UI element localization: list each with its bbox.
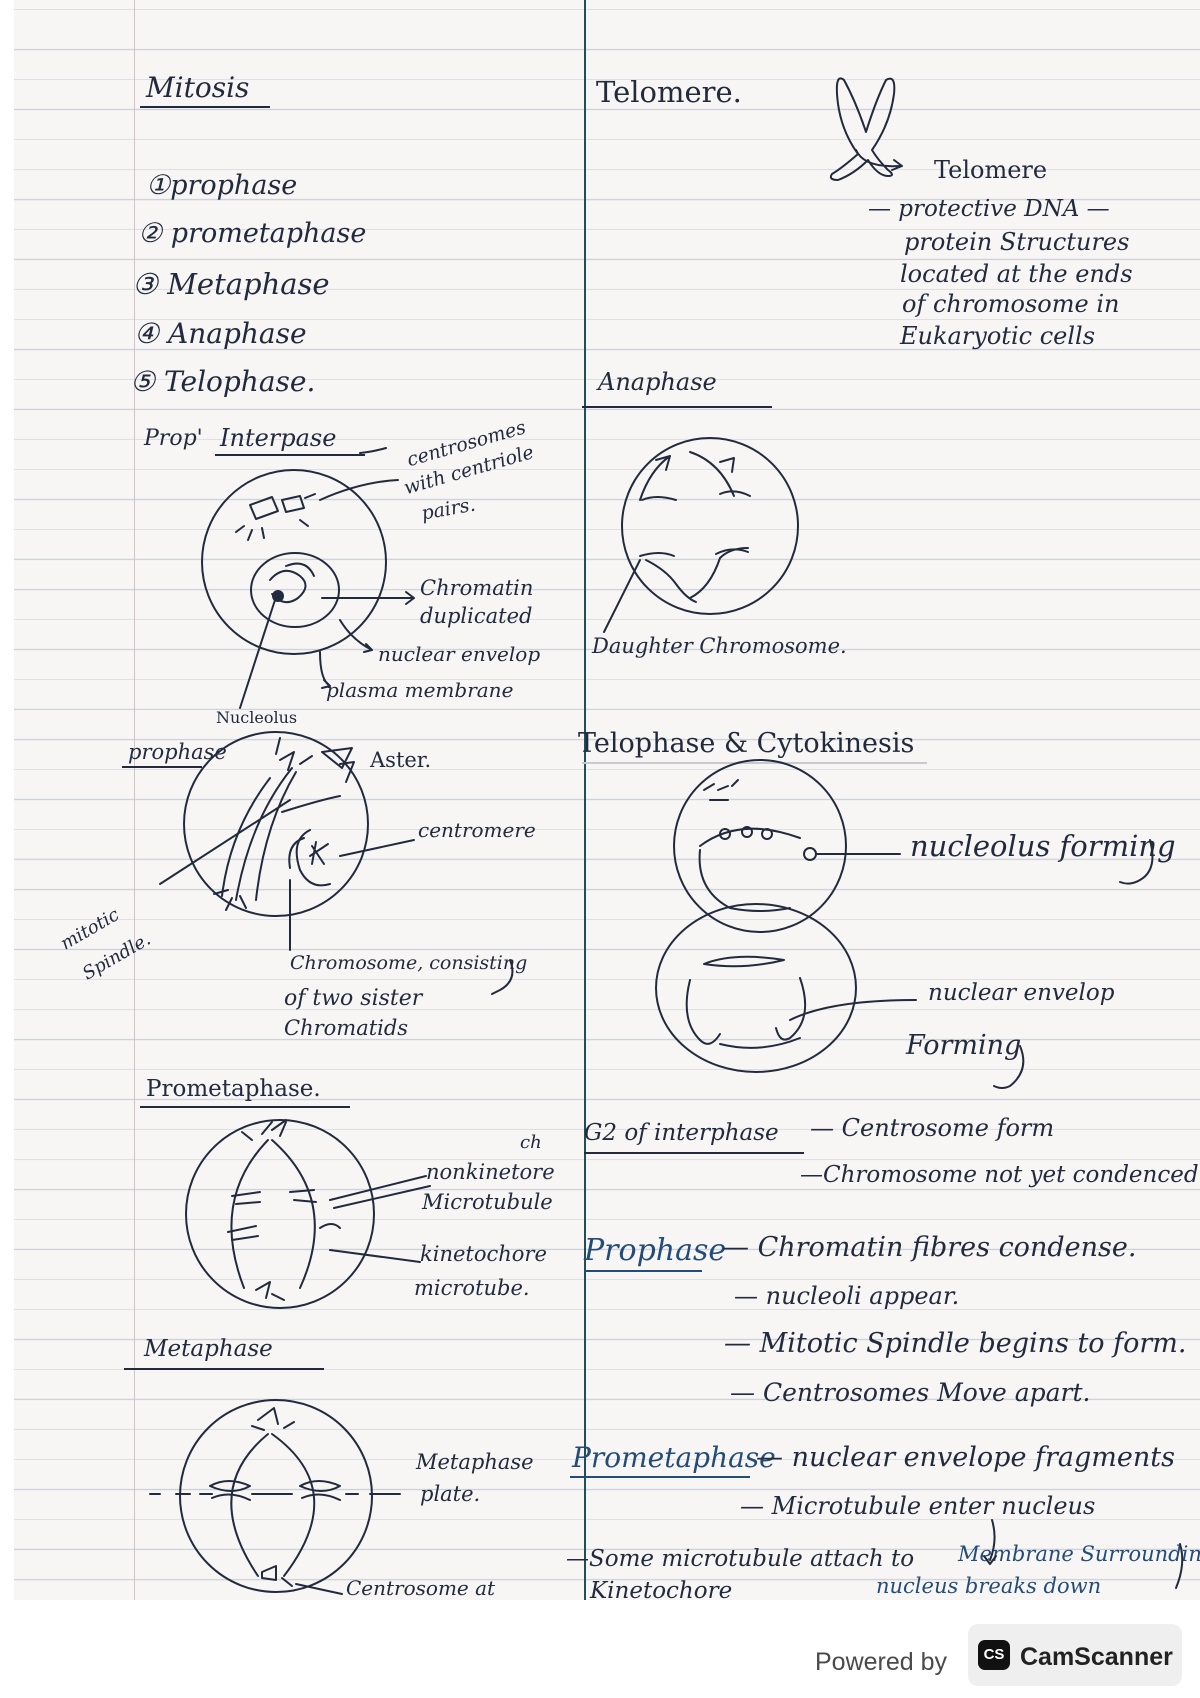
label-chromosome-2: of two sister	[284, 986, 423, 1011]
prophase-cell-sketch	[159, 731, 514, 995]
prometaphase-summary-item-2: — Microtubule enter nucleus	[740, 1492, 1096, 1520]
anaphase-cell-sketch	[603, 437, 799, 633]
label-nucleolus-forming: nucleolus forming	[910, 829, 1176, 863]
label-kinetochore-1: kinetochore	[420, 1242, 547, 1266]
interphase-cell-sketch	[201, 469, 415, 709]
anaphase-heading: Anaphase	[598, 368, 717, 396]
g2-underline	[584, 1152, 804, 1154]
g2-heading: G2 of interphase	[584, 1120, 779, 1146]
center-divider-line	[584, 0, 586, 1600]
label-centromere: centromere	[418, 818, 536, 842]
metaphase-cell-sketch	[149, 1399, 401, 1595]
telomere-chromosome-sketch	[829, 77, 903, 181]
camscanner-logo-icon: CS	[978, 1640, 1010, 1670]
prometaphase-side-2: nucleus breaks down	[876, 1574, 1102, 1598]
label-chromatin-1: Chromatin	[420, 576, 534, 600]
label-aster: Aster.	[370, 748, 432, 772]
label-nuclear-envelope-forming-2: Forming	[906, 1030, 1022, 1061]
telophase-cell-sketch	[655, 759, 1154, 1089]
prophase-underline	[122, 766, 202, 768]
telomere-desc-1: — protective DNA —	[868, 196, 1110, 222]
phase-item-2: ② prometaphase	[138, 218, 367, 249]
telomere-desc-2: protein Structures	[904, 228, 1130, 256]
label-daughter-chromosome: Daughter Chromosome.	[592, 634, 847, 658]
prometaphase-heading: Prometaphase.	[146, 1076, 321, 1102]
g2-item-1: — Centrosome form	[810, 1114, 1055, 1142]
telomere-desc-3: located at the ends	[900, 260, 1133, 288]
label-chromosome-1: Chromosome, consisting	[290, 952, 528, 974]
label-nonkinetochore-2: Microtubule	[422, 1190, 553, 1214]
telomere-heading: Telomere.	[596, 75, 742, 109]
anaphase-underline	[582, 406, 772, 408]
prometaphase-summary-underline	[570, 1476, 750, 1478]
phase-item-4: ④ Anaphase	[134, 317, 307, 350]
telophase-heading: Telophase & Cytokinesis	[578, 728, 915, 759]
label-plasma-membrane: plasma membrane	[326, 678, 514, 702]
prometaphase-bracket	[1175, 1543, 1184, 1589]
prophase-summary-item-2: — nucleoli appear.	[734, 1282, 960, 1310]
prometaphase-summary-heading: Prometaphase	[572, 1441, 776, 1474]
interphase-underline	[215, 454, 365, 456]
prometaphase-cell-sketch	[185, 1119, 431, 1309]
label-metaphase-plate-1: Metaphase	[416, 1450, 534, 1474]
mitosis-title: Mitosis	[146, 71, 250, 104]
camscanner-brand-name: CamScanner	[1020, 1643, 1173, 1671]
interphase-underline-curl	[359, 447, 387, 454]
telomere-label: Telomere	[934, 156, 1048, 184]
margin-line	[134, 0, 135, 1600]
label-nucleolus: Nucleolus	[216, 708, 298, 727]
label-kinetochore-2: microtube.	[414, 1276, 530, 1300]
prophase-summary-heading: Prophase	[584, 1233, 727, 1268]
label-nuclear-envelope-forming-1: nuclear envelop	[928, 980, 1115, 1006]
telomere-desc-4: of chromosome in	[902, 290, 1120, 318]
telomere-desc-5: Eukaryotic cells	[900, 322, 1096, 350]
label-chromosome-3: Chromatids	[284, 1016, 409, 1040]
prophase-summary-item-4: — Centrosomes Move apart.	[730, 1378, 1091, 1407]
label-metaphase-plate-2: plate.	[420, 1482, 481, 1506]
prometaphase-underline	[140, 1106, 350, 1108]
prophase-summary-item-3: — Mitotic Spindle begins to form.	[724, 1328, 1187, 1359]
telophase-underline	[582, 762, 927, 764]
label-centrosome-at: Centrosome at	[346, 1576, 496, 1600]
g2-item-2: —Chromosome not yet condenced	[800, 1162, 1199, 1188]
interphase-heading: Interpase	[220, 424, 337, 452]
interphase-heading-prefix: Prop'	[144, 426, 203, 451]
metaphase-underline	[124, 1368, 324, 1370]
prometaphase-arrow	[983, 1519, 997, 1565]
label-ch: ch	[520, 1132, 542, 1153]
prometaphase-note-2: Kinetochore	[590, 1578, 733, 1604]
prophase-heading: prophase	[128, 740, 227, 764]
title-underline	[140, 106, 270, 108]
label-nuclear-envelope: nuclear envelop	[378, 642, 541, 666]
metaphase-heading: Metaphase	[144, 1336, 273, 1362]
notebook-page	[14, 0, 1200, 1600]
powered-by-text: Powered by	[815, 1648, 948, 1676]
sketch-drawings	[149, 77, 1184, 1595]
prometaphase-side-1: Membrane Surrounding	[958, 1542, 1200, 1566]
label-nonkinetochore-1: nonkinetore	[426, 1160, 555, 1184]
prometaphase-note-1: —Some microtubule attach to	[566, 1546, 915, 1572]
prophase-summary-item-1: — Chromatin fibres condense.	[722, 1232, 1137, 1263]
prometaphase-summary-item-1: — nuclear envelope fragments	[756, 1442, 1175, 1473]
phase-item-5: ⑤ Telophase.	[130, 365, 316, 398]
label-chromatin-2: duplicated	[420, 604, 533, 628]
phase-item-3: ③ Metaphase	[132, 267, 330, 301]
phase-item-1: ①prophase	[146, 170, 298, 201]
prophase-summary-underline	[584, 1270, 702, 1272]
